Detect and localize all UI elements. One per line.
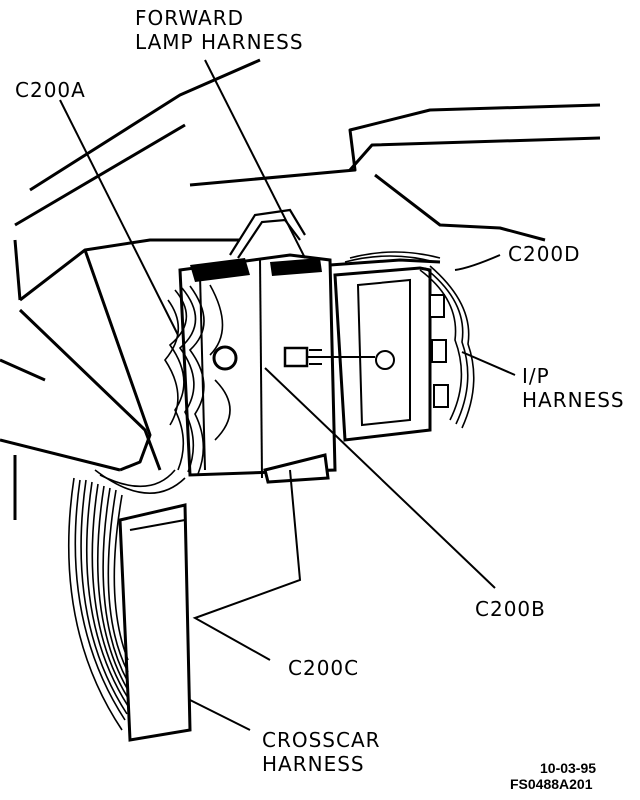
drawing-date: 10-03-95 [540,760,597,776]
ip-harness-label: I/P HARNESS [522,364,625,412]
figure-code: FS0488A201 [510,776,593,792]
c200b-label: C200B [475,597,546,621]
crosscar-harness-wires [67,469,186,731]
dashboard-outline [0,58,601,520]
c200d-label: C200D [508,242,581,266]
connector-bolt [283,346,375,368]
forward-lamp-harness-label-line1: FORWARD [135,6,244,30]
c200c-label: C200C [288,656,360,680]
c200c-connector [118,503,192,742]
c200d-connector [329,251,475,442]
leader-lines [59,59,516,731]
crosscar-harness-label: CROSSCAR HARNESS [262,728,381,776]
ip-harness-label-line1: I/P [522,364,550,388]
crosscar-harness-label-line1: CROSSCAR [262,728,381,752]
c200a-label: C200A [15,78,86,102]
crosscar-harness-label-line2: HARNESS [262,752,365,776]
c200a-connector [164,253,337,484]
forward-lamp-harness-label: FORWARD LAMP HARNESS [135,6,304,54]
ip-harness-label-line2: HARNESS [522,388,625,412]
forward-lamp-harness-label-line2: LAMP HARNESS [135,30,304,54]
forward-lamp-harness-wires [229,208,306,259]
